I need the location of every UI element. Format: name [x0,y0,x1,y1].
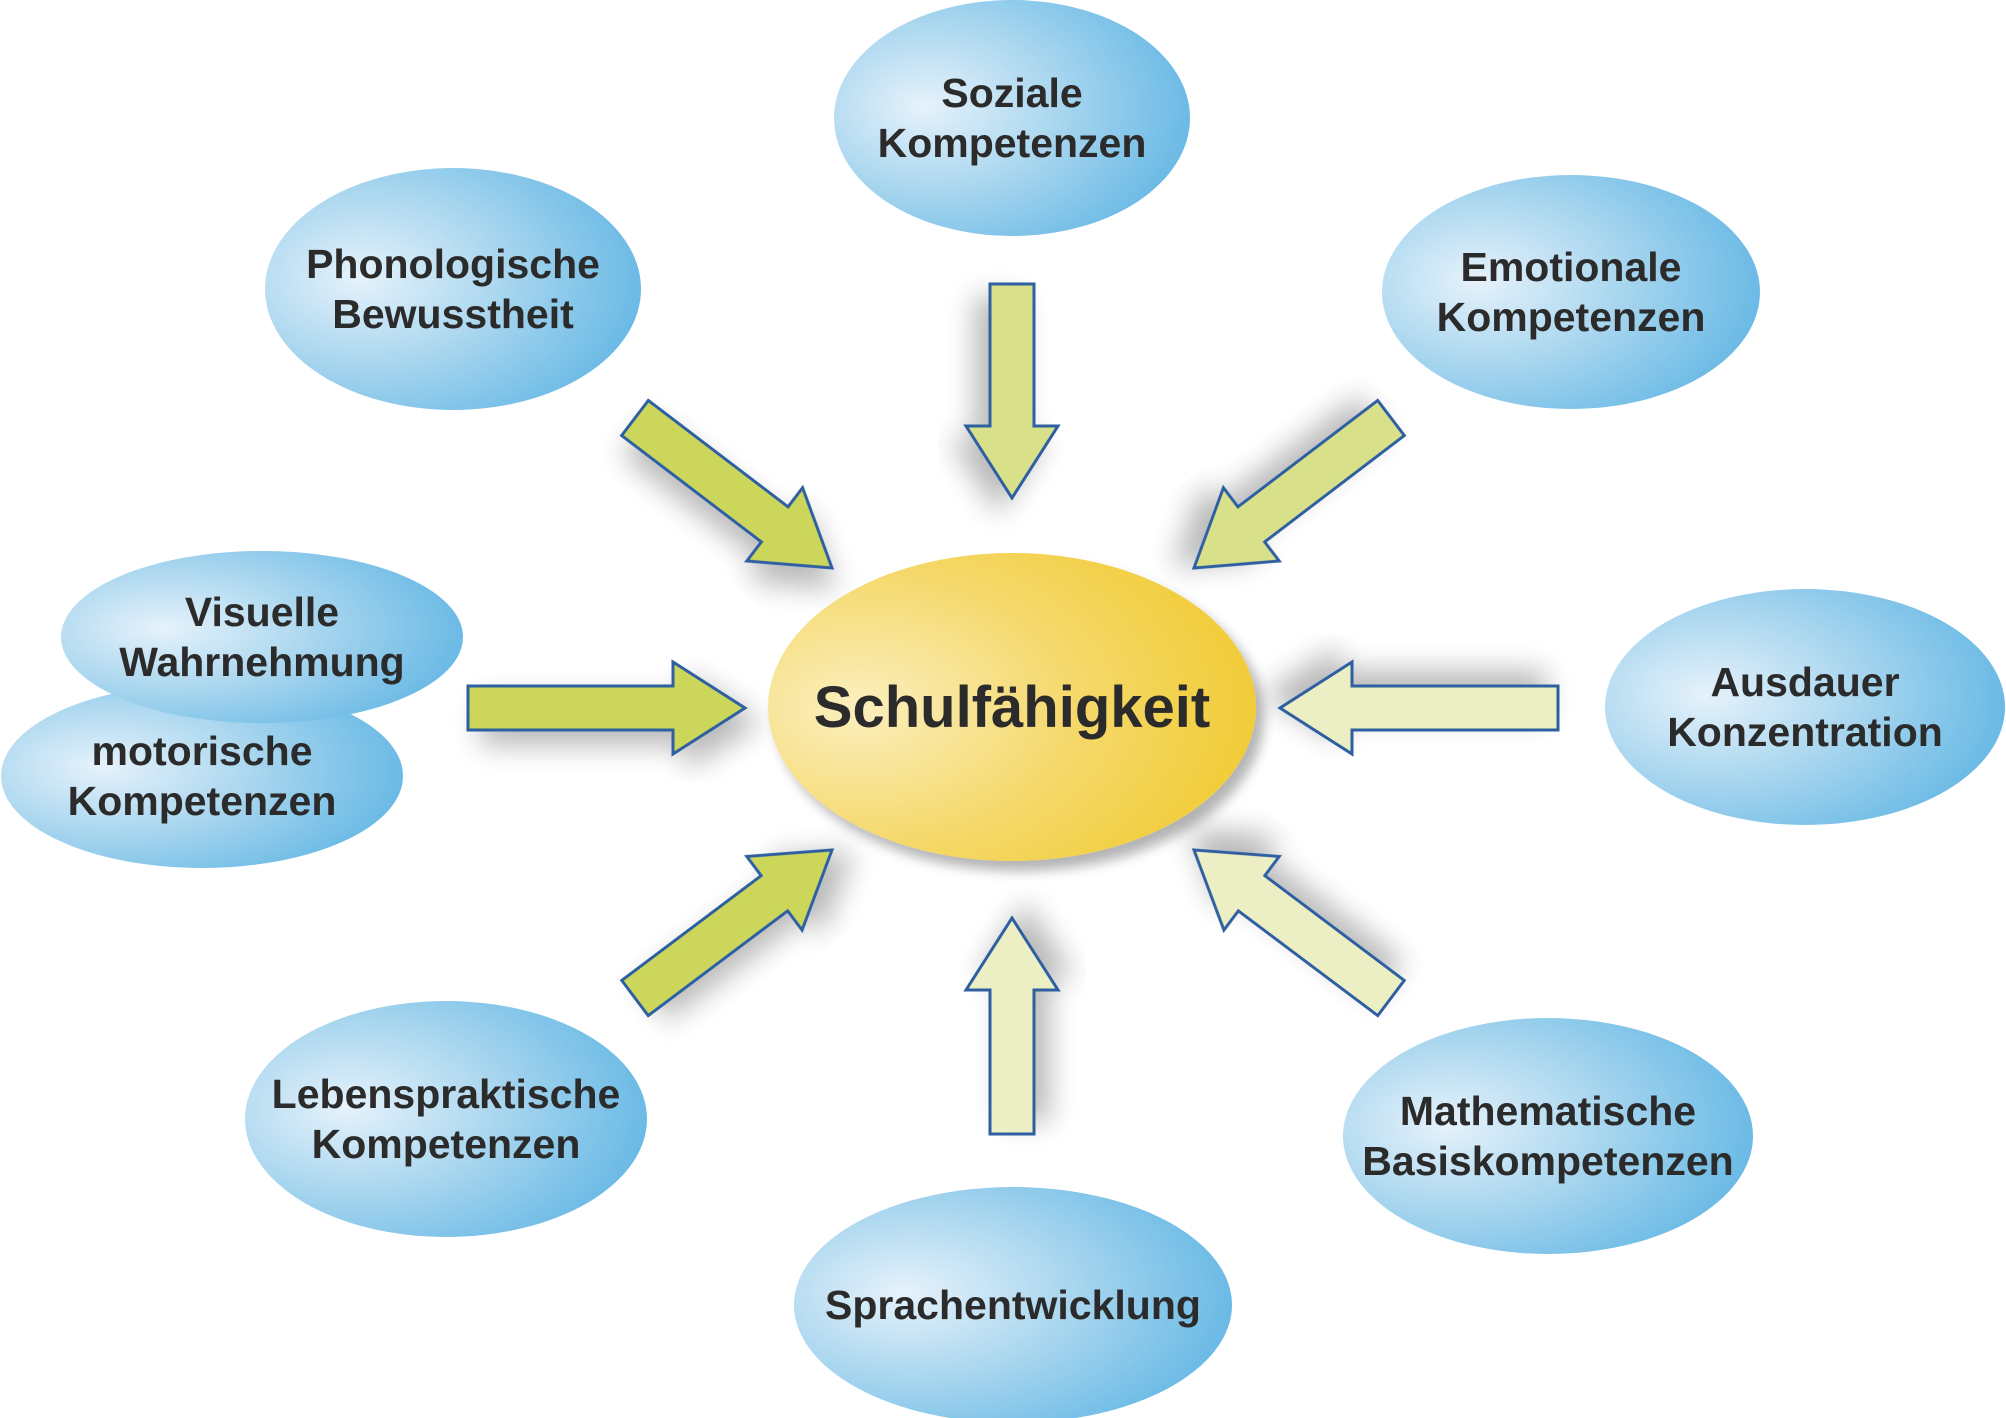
node-label: Lebenspraktische [272,1071,621,1117]
center-ellipse [768,553,1256,861]
node-label: Phonologische [306,241,600,287]
node-label: Bewusstheit [332,291,574,337]
arrow-from-visuelle-icon [466,659,748,757]
node-ellipse [794,1187,1232,1418]
arrow-shape [963,282,1061,501]
node-label: Basiskompetenzen [1362,1138,1733,1184]
arrows-layer [466,282,1560,1136]
node-label: Soziale [941,70,1082,116]
node-ellipse [1,684,403,868]
arrow-from-emotionale-icon [1191,398,1407,570]
node-label: Konzentration [1667,709,1943,755]
arrow-from-ausdauer-icon [1277,659,1560,757]
arrow-shape [1277,659,1560,757]
arrow-shape [466,659,748,757]
arrow-from-sprachentwicklung-icon [963,915,1061,1136]
node-ellipse [834,0,1190,236]
node-label: Kompetenzen [312,1121,581,1167]
node-ellipse [245,1001,647,1237]
node-label: Kompetenzen [68,778,337,824]
arrow-from-mathematische-icon [1191,848,1407,1018]
arrow-from-soziale-icon [963,282,1061,501]
node-label: Visuelle [185,589,339,635]
node-ellipse [1605,589,2005,825]
node-label: Wahrnehmung [119,639,404,685]
node-label: Sprachentwicklung [825,1282,1201,1328]
node-label: Kompetenzen [878,120,1147,166]
node-label: Ausdauer [1710,659,1899,705]
center-label: Schulfähigkeit [814,675,1210,740]
arrow-shape [1191,848,1407,1018]
node-ellipse [265,168,641,410]
arrow-shape [963,915,1061,1136]
node-ellipse [61,551,463,723]
node-label: Emotionale [1461,244,1682,290]
node-label: Kompetenzen [1437,294,1706,340]
node-ellipse [1343,1018,1753,1254]
arrow-shape [619,848,835,1018]
node-label: Mathematische [1400,1088,1696,1134]
arrow-from-lebenspraktische-icon [619,848,835,1018]
center-node: Schulfähigkeit [768,553,1256,861]
arrow-shape [619,398,835,570]
arrow-shape [1191,398,1407,570]
arrow-from-phonologische-icon [619,398,835,570]
node-ellipse [1382,175,1760,409]
node-sprachentwicklung: Sprachentwicklung [794,1187,1232,1418]
node-label: motorische [92,728,313,774]
